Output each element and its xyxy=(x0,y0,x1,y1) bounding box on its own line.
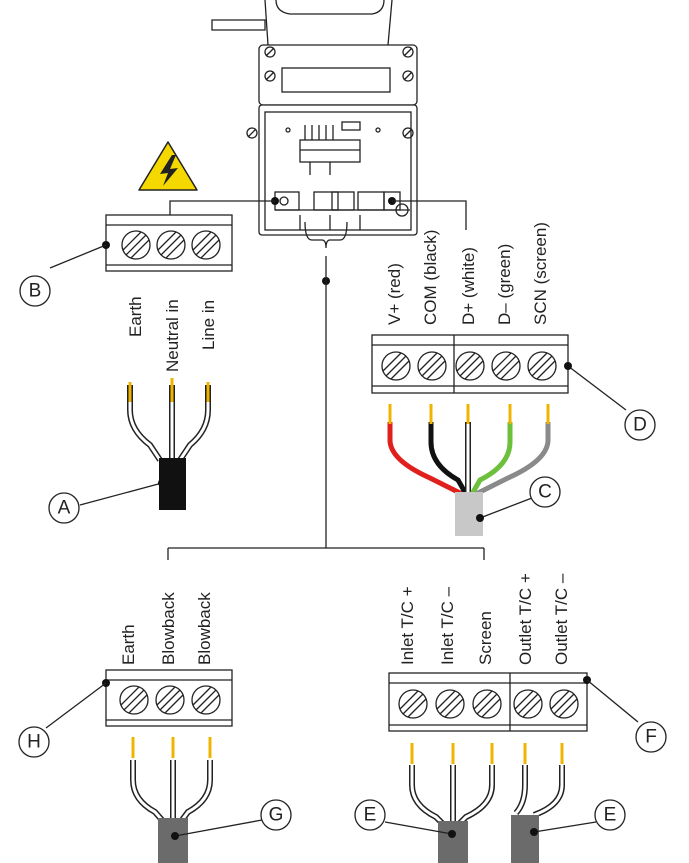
callout-e-inlet: E xyxy=(354,799,386,831)
svg-text:F: F xyxy=(645,727,657,748)
terminal-screw xyxy=(119,685,149,715)
terminal-screw xyxy=(549,689,579,719)
callout-b: B xyxy=(19,275,51,307)
terminal-screw xyxy=(155,685,185,715)
mains-cable xyxy=(127,378,211,510)
terminal-label-neutral-in: Neutral in xyxy=(163,299,182,372)
outlet-thermocouple-cable xyxy=(511,743,565,863)
svg-text:C: C xyxy=(538,482,552,503)
terminal-label-line-in: Line in xyxy=(199,300,218,350)
svg-text:A: A xyxy=(58,498,71,519)
callout-c: C xyxy=(529,476,561,508)
terminal-brace xyxy=(304,221,348,249)
terminal-label-d-plus: D+ (white) xyxy=(459,247,478,325)
terminal-label-blowback-1: Blowback xyxy=(159,592,178,665)
terminal-label-inlet-tc-minus: Inlet T/C – xyxy=(438,586,457,665)
terminal-label-outlet-tc-plus: Outlet T/C + xyxy=(516,573,535,665)
terminal-label-d-minus: D– (green) xyxy=(495,244,514,325)
terminal-label-outlet-tc-minus: Outlet T/C – xyxy=(552,573,571,665)
terminal-label-blowback-2: Blowback xyxy=(195,592,214,665)
terminal-screw xyxy=(472,689,502,719)
terminal-label-v-plus: V+ (red) xyxy=(385,263,404,325)
terminal-screw xyxy=(191,230,221,260)
terminal-screw xyxy=(527,351,557,381)
terminal-label-earth-2: Earth xyxy=(119,624,138,665)
svg-text:E: E xyxy=(604,805,617,826)
terminal-screw xyxy=(121,230,151,260)
high-voltage-warning-icon xyxy=(138,141,198,191)
blowback-cable xyxy=(130,737,213,863)
terminal-screw xyxy=(455,351,485,381)
callout-a: A xyxy=(48,492,80,524)
terminal-label-earth: Earth xyxy=(126,296,145,337)
terminal-screw xyxy=(156,230,186,260)
callout-h: H xyxy=(18,726,50,758)
svg-text:G: G xyxy=(269,805,284,826)
thermocouple-terminal-block xyxy=(388,672,591,732)
callout-e-outlet: E xyxy=(594,799,626,831)
terminal-screw xyxy=(435,689,465,719)
terminal-label-scn: SCN (screen) xyxy=(531,222,550,325)
terminal-screw xyxy=(491,351,521,381)
callout-f: F xyxy=(635,721,667,753)
svg-text:H: H xyxy=(27,732,41,753)
terminal-label-com: COM (black) xyxy=(421,230,440,325)
terminal-screw xyxy=(398,689,428,719)
inlet-thermocouple-cable xyxy=(409,743,495,863)
signal-terminal-block xyxy=(371,334,569,394)
svg-text:E: E xyxy=(364,805,377,826)
terminal-label-inlet-tc-plus: Inlet T/C + xyxy=(398,586,417,665)
blowback-terminal-block xyxy=(102,669,233,727)
callout-d: D xyxy=(624,409,656,441)
mains-terminal-block xyxy=(102,214,233,272)
callout-g: G xyxy=(260,799,292,831)
terminal-label-screen: Screen xyxy=(476,611,495,665)
terminal-screw xyxy=(513,689,543,719)
terminal-screw xyxy=(191,685,221,715)
instrument-enclosure xyxy=(211,0,418,236)
signal-cable xyxy=(387,404,551,536)
terminal-screw xyxy=(381,351,411,381)
svg-text:B: B xyxy=(29,281,42,302)
terminal-screw xyxy=(417,351,447,381)
svg-text:D: D xyxy=(633,415,647,436)
